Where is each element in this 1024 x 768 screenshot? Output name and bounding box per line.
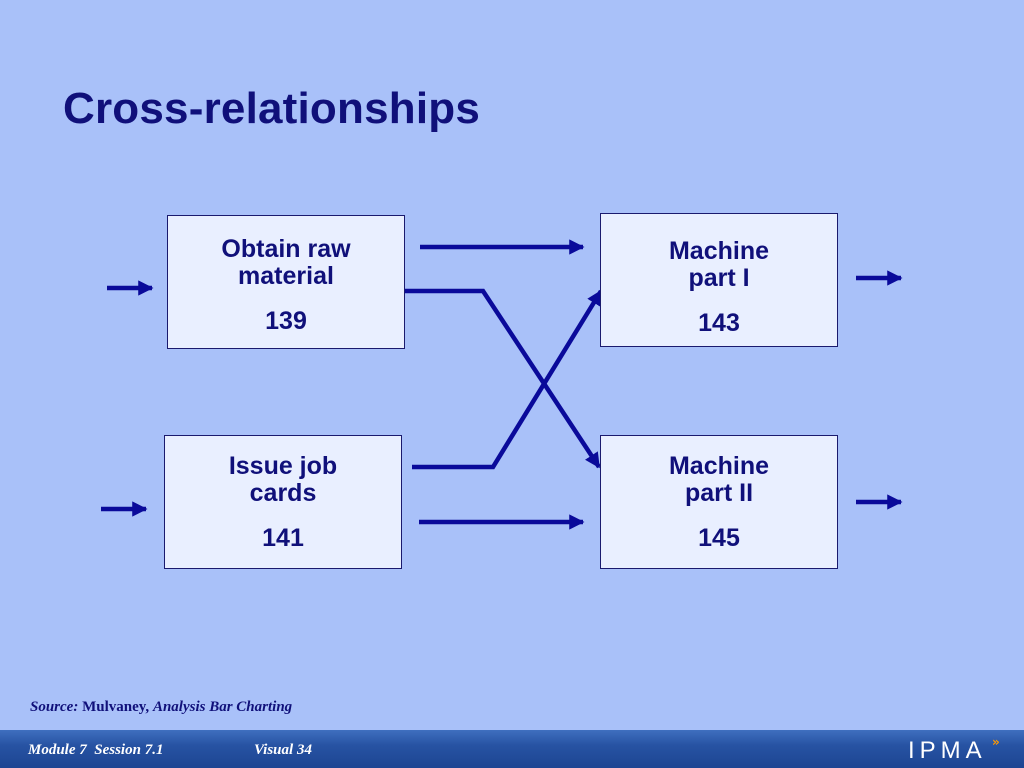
box-machine-part-2: Machine part II 145 (600, 435, 838, 569)
footer-visual-number: Visual 34 (254, 742, 312, 758)
box-issue-label: Issue job cards (228, 452, 338, 507)
source-citation: Source: Mulvaney, Analysis Bar Charting (30, 699, 292, 716)
footer-module-session: Module 7 Session 7.1 (28, 742, 164, 758)
box-machine2-label: Machine part II (668, 452, 770, 507)
source-label: Source: (30, 699, 79, 715)
box-machine1-label: Machine part I (668, 237, 770, 292)
box-machine1-number: 143 (698, 309, 740, 337)
box-issue-number: 141 (262, 524, 304, 552)
footer-bar (0, 730, 1024, 768)
ipma-logo: IPMA (908, 737, 987, 764)
box-obtain-raw-material: Obtain raw material 139 (167, 215, 405, 349)
box-issue-job-cards: Issue job cards 141 (164, 435, 402, 569)
slide-title: Cross-relationships (63, 84, 481, 133)
source-work: Analysis Bar Charting (152, 699, 293, 715)
box-machine-part-1: Machine part I 143 (600, 213, 838, 347)
box-machine2-number: 145 (698, 524, 740, 552)
box-obtain-number: 139 (265, 307, 307, 335)
arrow-issue-to-machine1 (412, 289, 603, 470)
logo-chevron-icon: » (992, 735, 1000, 749)
source-author: Mulvaney, (82, 699, 150, 715)
arrow-obtain-to-machine2 (405, 288, 601, 469)
box-obtain-label: Obtain raw material (221, 235, 351, 290)
